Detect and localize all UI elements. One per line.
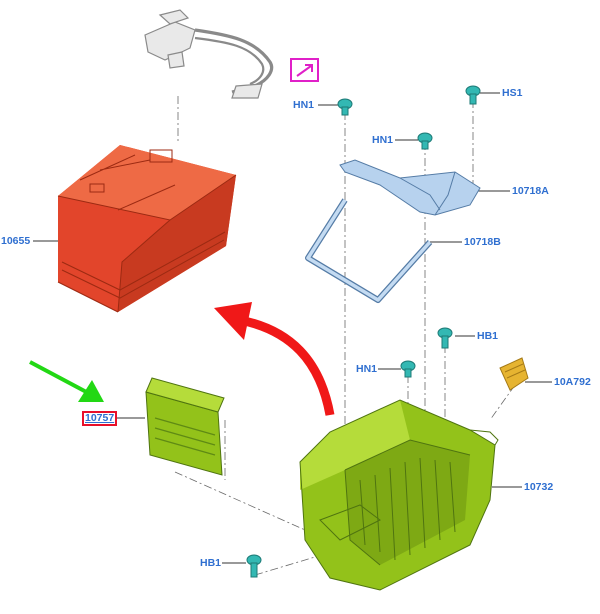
fastener-hn1-mid-icon [417,132,433,150]
callout-upper-bracket[interactable]: 10718A [512,185,549,197]
callout-battery-tray[interactable]: 10732 [524,481,554,493]
upper-bracket [339,159,481,216]
installation-arrow [214,302,335,416]
fastener-hs1-icon [465,85,481,105]
battery-cable-harness [144,9,274,99]
callout-cover-plate[interactable]: 10757 [82,411,118,426]
fuse-clip [499,357,529,391]
battery-tray [299,399,499,591]
callout-hs1[interactable]: HS1 [502,87,523,99]
callout-battery[interactable]: 10655 [1,235,31,247]
callout-hb1-bottom[interactable]: HB1 [200,557,222,569]
fastener-hb1-right-icon [437,327,453,349]
arrow-out-icon [296,64,313,77]
callout-hb1-right[interactable]: HB1 [477,330,499,342]
battery [57,145,237,313]
cover-plate [145,377,225,476]
pointer-arrow [29,360,104,402]
fastener-hn1-top-icon [337,98,353,116]
callout-hn1-top[interactable]: HN1 [293,99,315,111]
fastener-hb1-bottom-icon [246,554,262,578]
hold-down-frame [305,198,433,303]
callout-hn1-mid[interactable]: HN1 [372,134,394,146]
callout-hn1-low[interactable]: HN1 [356,363,378,375]
fastener-hn1-low-icon [400,360,416,378]
callout-hold-down-frame[interactable]: 10718B [464,236,501,248]
callout-fuse-clip[interactable]: 10A792 [554,376,591,388]
